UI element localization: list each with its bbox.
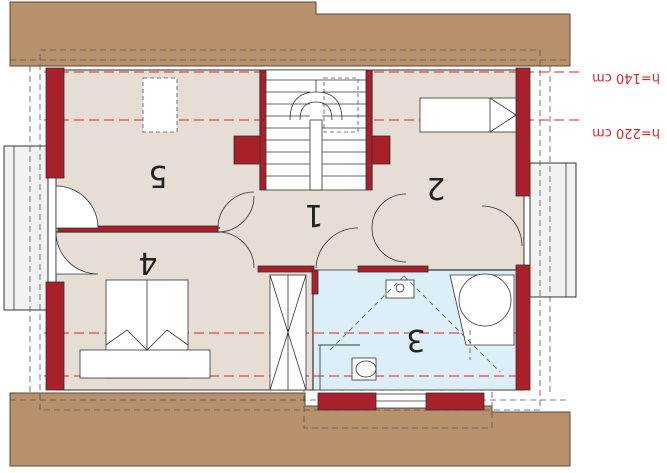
room-number-3: 3 — [406, 322, 425, 357]
roof-top — [9, 1, 571, 67]
room-number-5: 5 — [148, 158, 167, 193]
bed-room-2 — [419, 97, 517, 133]
bathroom-fixtures — [318, 273, 515, 390]
room-number-4: 4 — [138, 245, 157, 280]
bed-room-4 — [79, 279, 211, 379]
right-bay — [529, 162, 577, 298]
skylight-room-5 — [142, 77, 178, 133]
skylight-stair — [323, 77, 359, 133]
room-number-1: 1 — [304, 197, 323, 232]
height-labels: h=140 cm h=220 cm — [592, 70, 660, 140]
staircase — [265, 69, 367, 191]
height-label-140: h=140 cm — [592, 70, 660, 85]
room-labels: 1 2 3 4 5 — [138, 158, 445, 357]
doors — [55, 185, 523, 275]
room-number-2: 2 — [426, 170, 445, 205]
left-bay — [3, 145, 49, 311]
structural-walls — [45, 67, 531, 411]
roof-outline — [10, 49, 570, 429]
height-label-220: h=220 cm — [592, 125, 660, 140]
wardrobe — [269, 274, 307, 391]
roof-bottom — [9, 392, 571, 467]
